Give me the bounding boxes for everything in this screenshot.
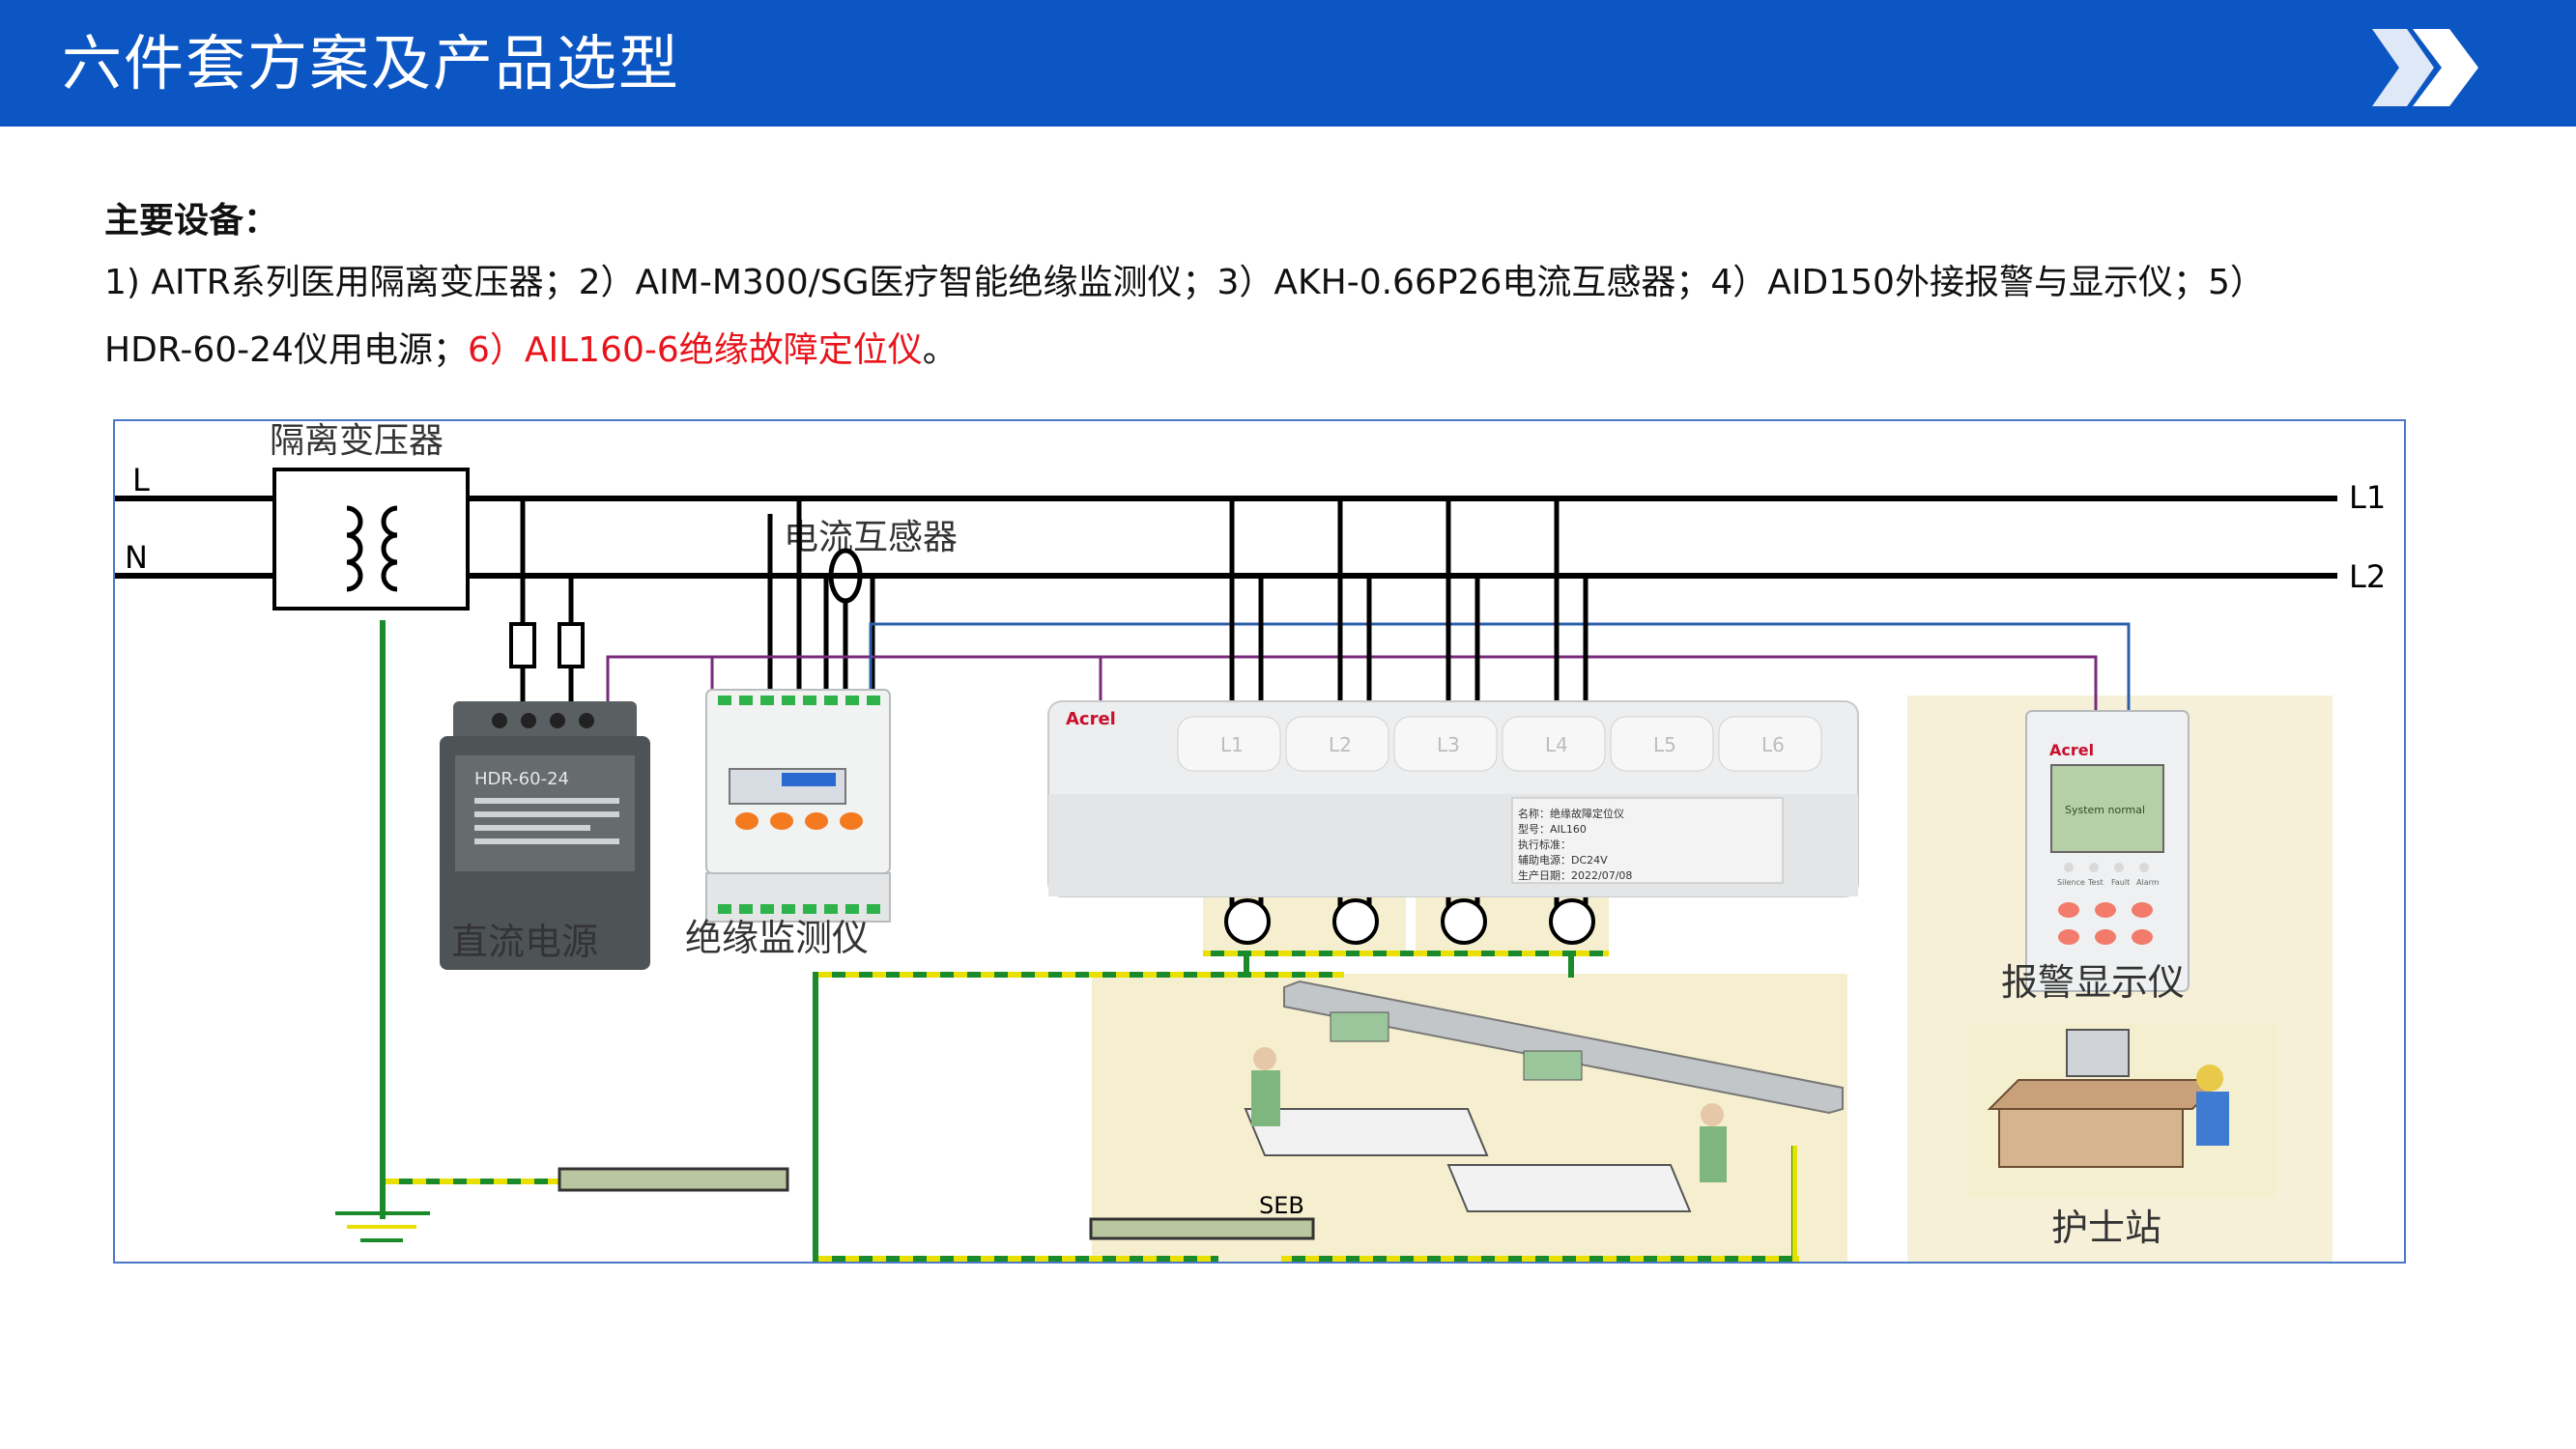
comm-wire-blue <box>869 622 2131 711</box>
label-seb: SEB <box>1259 1192 1304 1219</box>
intro-line-2-end: 。 <box>922 330 958 370</box>
nameplate-model: 型号：AIL160 <box>1518 822 1587 836</box>
system-diagram: L N L1 L2 隔离变压器 电流互感器 HDR-60-24 直流电源 <box>113 419 2406 1264</box>
alarm-display: Acrel System normal Silence Test Fault A… <box>2025 710 2190 992</box>
channel-l6: L6 <box>1761 733 1785 756</box>
psu-model: HDR-60-24 <box>474 769 569 789</box>
wiring-diagram: L N L1 L2 隔离变压器 电流互感器 HDR-60-24 直流电源 <box>115 421 2386 1262</box>
channel-l2: L2 <box>1329 733 1352 756</box>
alarm-btn-alarm: Alarm <box>2136 878 2160 887</box>
label-insulation-monitor: 绝缘监测仪 <box>685 917 869 959</box>
label-l2: L2 <box>2349 558 2386 595</box>
alarm-screen: System normal <box>2065 804 2145 816</box>
equipment-intro: 主要设备： 1) AITR系列医用隔离变压器；2）AIM-M300/SG医疗智能… <box>104 193 2481 384</box>
nameplate-date: 生产日期：2022/07/08 <box>1518 868 1632 882</box>
dc-power-supply: HDR-60-24 <box>440 701 650 970</box>
intro-heading: 主要设备： <box>104 201 279 241</box>
double-chevron-right-icon <box>2372 29 2478 106</box>
channel-l3: L3 <box>1437 733 1460 756</box>
nameplate-supply: 辅助电源：DC24V <box>1518 853 1608 867</box>
fuse-1 <box>509 622 536 668</box>
label-ct: 电流互感器 <box>784 518 958 557</box>
label-l1: L1 <box>2349 479 2386 516</box>
label-n: N <box>125 539 148 576</box>
isolation-transformer <box>272 468 470 611</box>
transformer-coil-primary <box>346 505 363 592</box>
intro-line-2-highlight: 6）AIL160-6绝缘故障定位仪 <box>467 330 923 370</box>
channel-l4: L4 <box>1545 733 1568 756</box>
intro-line-1: 1) AITR系列医用隔离变压器；2）AIM-M300/SG医疗智能绝缘监测仪；… <box>104 263 2265 302</box>
label-l: L <box>132 462 150 498</box>
locator-brand: Acrel <box>1066 709 1116 729</box>
transformer-coil-secondary <box>381 505 398 592</box>
fuse-2 <box>558 622 585 668</box>
header-bar: 六件套方案及产品选型 <box>0 0 2576 127</box>
channel-l1: L1 <box>1220 733 1244 756</box>
nameplate-name: 名称：绝缘故障定位仪 <box>1518 807 1624 820</box>
seb-busbar <box>1089 1217 1315 1240</box>
page-title: 六件套方案及产品选型 <box>62 28 681 99</box>
label-nurse-station: 护士站 <box>2051 1207 2161 1249</box>
channel-l5: L5 <box>1653 733 1676 756</box>
ground-busbar <box>558 1167 789 1192</box>
signal-wire-purple <box>606 655 2098 711</box>
nurse-station-illustration <box>1968 1024 2275 1198</box>
alarm-btn-silence: Silence <box>2057 878 2085 887</box>
alarm-brand: Acrel <box>2049 741 2094 759</box>
insulation-monitor <box>705 689 891 923</box>
label-dc-power: 直流电源 <box>451 921 598 963</box>
label-alarm-display: 报警显示仪 <box>2001 961 2185 1004</box>
alarm-btn-test: Test <box>2087 878 2104 887</box>
intro-line-2-text: HDR-60-24仪用电源； <box>104 330 468 370</box>
alarm-btn-fault: Fault <box>2111 878 2130 887</box>
ward-illustration <box>1244 980 1844 1212</box>
label-transformer: 隔离变压器 <box>270 421 444 461</box>
nameplate-standard: 执行标准： <box>1518 838 1571 851</box>
outlet-sockets <box>1224 898 1595 945</box>
locator-channels: L1 L2 L3 L4 L5 L6 <box>1177 716 1822 772</box>
ground-conductors <box>335 620 1799 1262</box>
intro-line-2: HDR-60-24仪用电源；6）AIL160-6绝缘故障定位仪。 <box>104 317 2481 384</box>
